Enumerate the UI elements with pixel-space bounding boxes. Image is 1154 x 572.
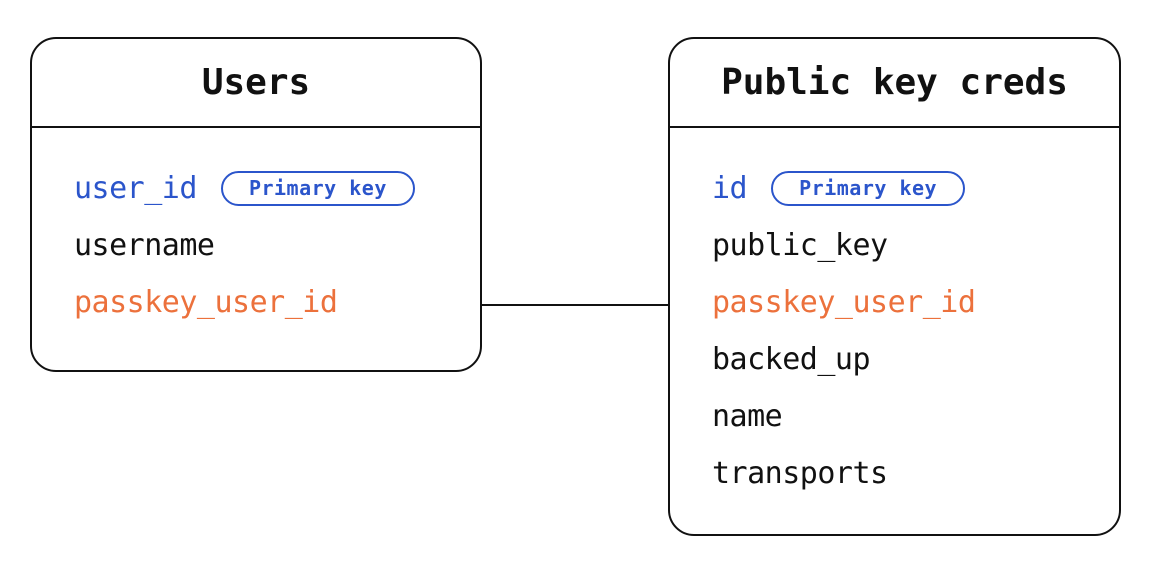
field-row: passkey_user_id [712,274,1119,331]
field-row: public_key [712,217,1119,274]
table-users-title: Users [201,62,311,103]
field-username: username [74,228,215,263]
table-public-key-creds-title: Public key creds [721,62,1068,103]
field-user-id: user_id [74,171,197,206]
field-name: name [712,399,783,434]
relationship-connector-line [481,304,669,306]
field-backed-up: backed_up [712,342,871,377]
field-row: user_id Primary key [74,160,480,217]
table-users-header: Users [32,39,480,128]
table-public-key-creds-header: Public key creds [670,39,1119,128]
field-passkey-user-id: passkey_user_id [74,285,338,320]
field-row: username [74,217,480,274]
field-row: passkey_user_id [74,274,480,331]
table-public-key-creds: Public key creds id Primary key public_k… [668,37,1121,536]
field-transports: transports [712,456,888,491]
field-id: id [712,171,748,206]
field-passkey-user-id: passkey_user_id [712,285,976,320]
field-row: id Primary key [712,160,1119,217]
field-public-key: public_key [712,228,888,263]
field-row: name [712,388,1119,445]
field-row: transports [712,445,1119,502]
primary-key-badge: Primary key [771,171,966,206]
primary-key-badge: Primary key [220,171,415,206]
table-public-key-creds-body: id Primary key public_key passkey_user_i… [670,128,1119,502]
table-users-body: user_id Primary key username passkey_use… [32,128,480,331]
table-users: Users user_id Primary key username passk… [30,37,482,372]
field-row: backed_up [712,331,1119,388]
